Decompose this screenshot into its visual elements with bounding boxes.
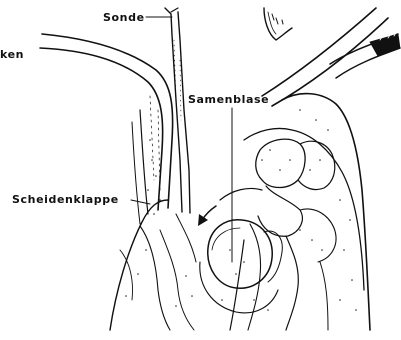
- body-outline: [110, 94, 370, 330]
- tissue-cells: [248, 139, 336, 330]
- label-sonde: Sonde: [103, 11, 145, 24]
- direction-arrow: [198, 206, 216, 226]
- hook-fragment: [264, 8, 292, 40]
- label-scheidenklappe: Scheidenklappe: [12, 193, 119, 206]
- stippling: [125, 109, 357, 311]
- label-partial-left: ken: [0, 48, 24, 61]
- lower-folds: [120, 214, 196, 330]
- label-samenblase: Samenblase: [188, 93, 269, 106]
- samenblase-vesicle: [200, 220, 282, 313]
